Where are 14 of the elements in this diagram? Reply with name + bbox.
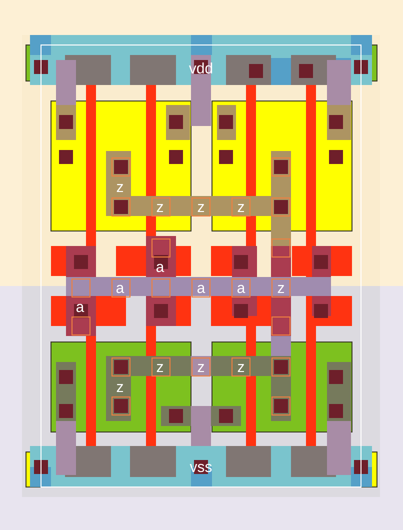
net-label: z <box>238 204 244 212</box>
net-label: z <box>116 184 123 192</box>
net-label: z <box>238 364 244 372</box>
net-label: a <box>156 264 164 272</box>
net-label: z <box>198 364 204 372</box>
net-label: a <box>116 284 124 294</box>
net-label: z <box>116 384 123 392</box>
net-label: z <box>278 285 284 293</box>
net-label: a <box>197 284 206 294</box>
net-label: a <box>76 304 84 312</box>
net-label: a <box>237 284 246 294</box>
net-label: z <box>156 364 163 372</box>
net-label: z <box>198 204 204 212</box>
net-label: z <box>156 204 163 212</box>
